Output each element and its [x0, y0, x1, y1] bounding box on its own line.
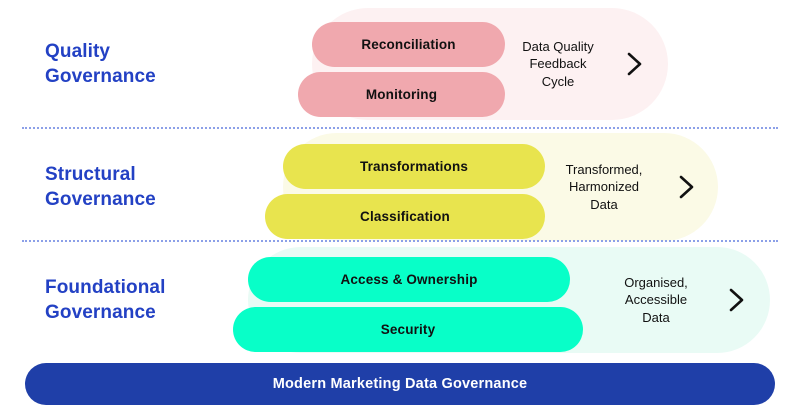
governance-row-structural: Structural Governance Transformed, Harmo…	[0, 133, 800, 241]
row-label-quality: Quality Governance	[45, 40, 156, 87]
chevron-right-icon	[724, 284, 748, 316]
capability-pill[interactable]: Monitoring	[298, 72, 505, 117]
capability-pill[interactable]: Classification	[265, 194, 545, 239]
footer-banner: Modern Marketing Data Governance	[25, 363, 775, 405]
chevron-right-icon	[674, 171, 698, 203]
capability-pill[interactable]: Transformations	[283, 144, 545, 189]
capability-pill[interactable]: Access & Ownership	[248, 257, 570, 302]
row-label-structural: Structural Governance	[45, 163, 156, 210]
row-divider	[22, 127, 778, 131]
governance-row-foundational: Foundational Governance Organised, Acces…	[0, 247, 800, 353]
outcome-text-foundational: Organised, Accessible Data	[624, 274, 688, 325]
capability-pill[interactable]: Reconciliation	[312, 22, 505, 67]
outcome-text-quality: Data Quality Feedback Cycle	[522, 38, 594, 89]
outcome-text-structural: Transformed, Harmonized Data	[565, 161, 643, 212]
row-divider	[22, 240, 778, 244]
chevron-right-icon	[622, 48, 646, 80]
governance-row-quality: Quality Governance Data Quality Feedback…	[0, 8, 800, 120]
capability-pill[interactable]: Security	[233, 307, 583, 352]
row-label-foundational: Foundational Governance	[45, 276, 166, 323]
